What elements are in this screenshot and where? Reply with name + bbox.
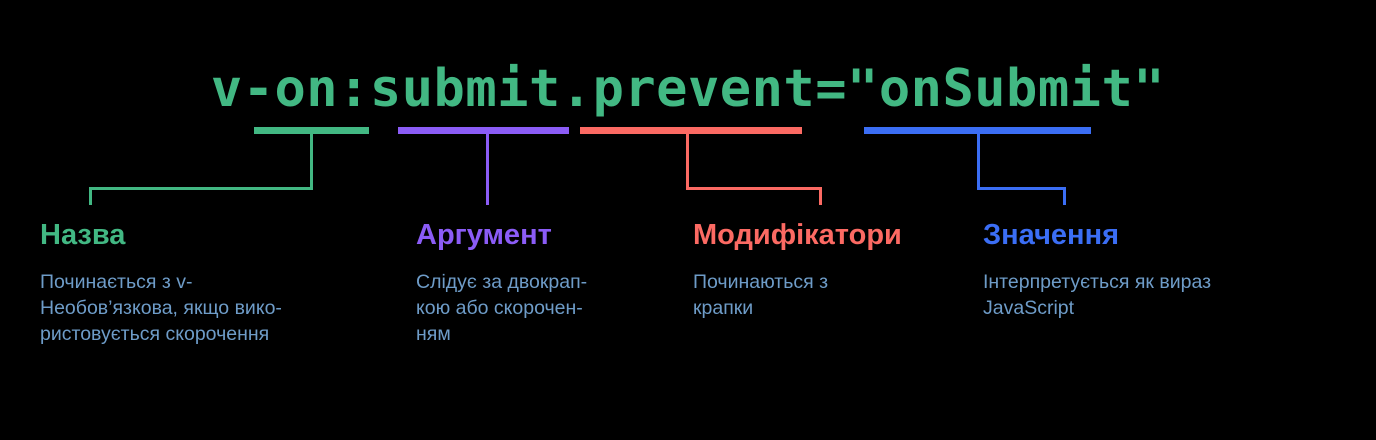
column-modifiers-description: Починаються з крапки xyxy=(693,271,829,319)
column-argument-title: Аргумент xyxy=(416,219,552,251)
column-value-description: Інтерпретується як вираз JavaScript xyxy=(983,271,1212,319)
connector-modifiers xyxy=(580,127,822,205)
connector-name xyxy=(89,127,369,205)
column-argument: Аргумент Слідує за двокрап- кою або скор… xyxy=(416,218,671,347)
column-name: Назва Починається з v- Необов’язкова, як… xyxy=(40,218,385,347)
column-modifiers-title: Модифікатори xyxy=(693,219,902,251)
column-value-title: Значення xyxy=(983,219,1120,251)
code-expression: v-on:submit.prevent="onSubmit" xyxy=(210,59,1166,119)
connector-value xyxy=(864,127,1091,205)
column-argument-description: Слідує за двокрап- кою або скорочен- ням xyxy=(416,271,588,345)
column-name-title: Назва xyxy=(40,219,126,251)
column-modifiers: Модифікатори Починаються з крапки xyxy=(693,218,963,321)
connector-argument xyxy=(398,127,569,205)
column-value: Значення Інтерпретується як вираз JavaSc… xyxy=(983,218,1328,321)
column-name-description: Починається з v- Необов’язкова, якщо вик… xyxy=(40,271,282,345)
